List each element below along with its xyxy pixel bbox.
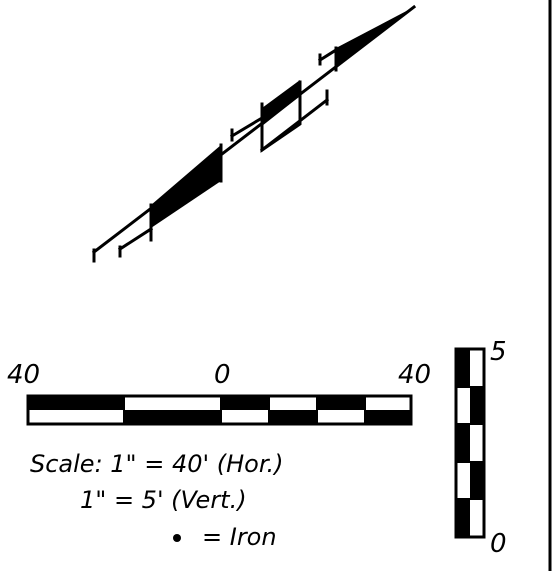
vertical-scale-top-label: 5 <box>490 337 507 367</box>
profile-drawing <box>91 4 417 263</box>
legend-vertical-scale: 1" = 5' (Vert.) <box>80 486 247 514</box>
scale-bar-right-label: 40 <box>398 360 431 390</box>
profile-lower-line <box>117 226 154 252</box>
profile-top-line <box>317 47 339 63</box>
scale-bar-center-label: 0 <box>214 360 231 390</box>
profile-fill-lower <box>151 145 221 228</box>
scale-bar-left-label: 40 <box>7 360 40 390</box>
vertical-scale-block <box>456 424 470 462</box>
vertical-scale-bar: 5 0 <box>454 337 507 559</box>
scale-bar-block <box>221 396 269 410</box>
profile-fill-middle <box>262 80 300 126</box>
iron-symbol-icon <box>173 534 181 542</box>
scale-bar-block <box>28 396 124 410</box>
horizontal-scale-bar: 40 0 40 <box>7 360 431 426</box>
scale-bar-block <box>365 410 411 424</box>
profile-fills <box>151 7 414 228</box>
legend-iron: = Iron <box>202 523 277 551</box>
scale-bar-block <box>269 410 317 424</box>
profile-mid-upper <box>229 115 265 139</box>
vertical-scale-block <box>456 349 470 387</box>
vertical-scale-block <box>470 387 484 424</box>
profile-upper-lower-line <box>259 97 330 153</box>
vertical-scale-block <box>456 499 470 537</box>
scale-bar-block <box>317 396 365 410</box>
scale-bar-block <box>124 410 221 424</box>
legend-horizontal-scale: Scale: 1" = 40' (Hor.) <box>30 450 283 478</box>
legend: Scale: 1" = 40' (Hor.) 1" = 5' (Vert.) =… <box>30 450 283 551</box>
vertical-scale-bottom-label: 0 <box>490 529 507 559</box>
vertical-scale-block <box>470 462 484 499</box>
profile-fill-upper <box>336 7 414 68</box>
